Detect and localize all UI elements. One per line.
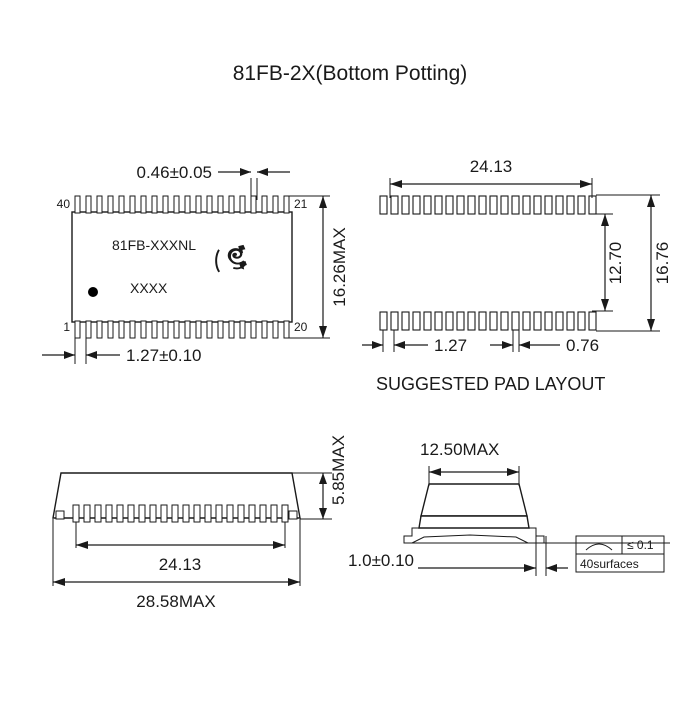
coplanarity-value-text: ≤ 0.1 — [627, 538, 654, 552]
dimension-end-lead-foot-text: 1.0±0.10 — [348, 551, 414, 570]
dimension-end-lead-foot: 1.0±0.10 — [348, 536, 568, 576]
dimension-side-height-text: 5.85MAX — [329, 435, 348, 505]
dimension-end-body-width: 12.50MAX — [420, 440, 520, 486]
dimension-pitch-text: 1.27±0.10 — [126, 346, 202, 365]
profile-arc-icon — [585, 543, 613, 551]
dimension-pad-inner-gap: 12.70 — [592, 213, 625, 312]
side-elevation-view: 5.85MAX 24.13 28.58MAX — [52, 435, 348, 611]
dimension-body-height-text: 16.26MAX — [330, 227, 349, 306]
dimension-pad-width-text: 0.76 — [566, 336, 599, 355]
dimension-side-height: 5.85MAX — [292, 435, 348, 520]
dimension-pad-span-width: 24.13 — [389, 157, 593, 198]
dimension-side-body-length: 28.58MAX — [52, 519, 301, 611]
dimension-pad-outer-span-text: 16.76 — [653, 242, 672, 285]
dimension-pad-pitch-text: 1.27 — [434, 336, 467, 355]
dimension-pad-span-width-text: 24.13 — [470, 157, 513, 176]
dimension-lead-width: 0.46±0.05 — [136, 163, 290, 200]
dimension-side-lead-span: 24.13 — [75, 522, 286, 574]
dimension-pad-width: 0.76 — [490, 330, 599, 355]
page-title: 81FB-2X(Bottom Potting) — [233, 62, 468, 85]
dimension-pad-pitch: 1.27 — [362, 330, 467, 355]
coplanarity-note-text: 40surfaces — [580, 557, 639, 571]
pin-label-20: 20 — [294, 320, 308, 334]
package-body-outline — [71, 211, 293, 323]
end-elevation-view: 12.50MAX 1.0±0.10 ≤ 0.1 40surfaces — [348, 440, 670, 576]
pin-label-40: 40 — [57, 197, 71, 211]
suggested-pad-layout-view: 24.13 12.70 16.76 1.27 — [362, 157, 672, 394]
pin-label-1: 1 — [63, 320, 70, 334]
dimension-pad-inner-gap-text: 12.70 — [606, 242, 625, 285]
top-view-pin-row-top — [74, 195, 290, 214]
dimension-side-body-length-text: 28.58MAX — [136, 592, 215, 611]
dimension-pad-outer-span: 16.76 — [596, 194, 672, 332]
pad-row-bottom — [379, 311, 597, 331]
date-code-marking-text: XXXX — [130, 280, 168, 296]
dimension-side-lead-span-text: 24.13 — [159, 555, 202, 574]
pin-one-indicator-dot — [88, 287, 98, 297]
end-view-potting-profile — [411, 534, 529, 544]
dimension-pitch: 1.27±0.10 — [42, 338, 202, 365]
part-marking-text: 81FB-XXXNL — [112, 237, 196, 253]
coplanarity-callout-box: ≤ 0.1 40surfaces — [575, 535, 665, 573]
top-view-pin-row-bottom — [74, 320, 290, 339]
side-view-lead-row — [72, 504, 289, 523]
dimension-lead-width-text: 0.46±0.05 — [136, 163, 212, 182]
dimension-body-height: 16.26MAX — [289, 195, 349, 339]
pad-row-top — [379, 195, 597, 215]
end-view-body-upper — [420, 483, 528, 517]
dimension-end-body-width-text: 12.50MAX — [420, 440, 499, 459]
end-view-body-lower — [418, 515, 530, 529]
top-view-package-outline: 40 21 1 20 81FB-XXXNL XXXX 0.46±0.05 — [42, 163, 349, 365]
pulse-logo — [215, 244, 247, 273]
pad-layout-caption: SUGGESTED PAD LAYOUT — [376, 374, 605, 394]
pin-label-21: 21 — [294, 197, 308, 211]
